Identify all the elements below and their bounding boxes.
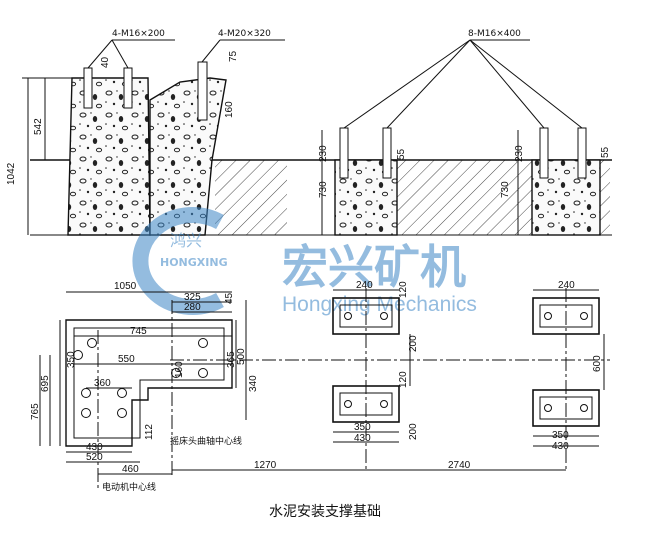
dim-550: 550 xyxy=(118,354,135,365)
dim-695: 695 xyxy=(40,375,51,392)
plan-view: 1050 325 280 45 745 550 350 695 360 160 … xyxy=(30,280,610,493)
dim-55-a: 55 xyxy=(396,148,407,160)
callout-leaders xyxy=(87,39,583,129)
dim-430-plan: 430 xyxy=(86,442,103,453)
crank-axis-label: 摇床头曲轴中心线 xyxy=(170,435,242,447)
section-view: 4-M16×200 4-M20×320 8-M16×400 1042 542 4… xyxy=(6,29,612,236)
callout-right: 8-M16×400 xyxy=(468,29,521,39)
dim-75: 75 xyxy=(228,50,239,62)
callout-left: 4-M16×200 xyxy=(112,29,165,39)
dim-280: 280 xyxy=(184,302,201,313)
dim-1270: 1270 xyxy=(254,460,277,471)
dim-45: 45 xyxy=(224,292,235,304)
ground-hatch-right xyxy=(600,160,610,235)
dim-520: 520 xyxy=(86,452,103,463)
dim-365: 365 xyxy=(226,351,237,368)
dim-160-bolt: 160 xyxy=(224,101,235,118)
dim-pad-600: 600 xyxy=(592,355,603,372)
dim-pad-430-a: 430 xyxy=(354,433,371,444)
base-outline xyxy=(65,319,233,447)
dim-350-h: 350 xyxy=(66,351,77,368)
dim-pad-120-b: 120 xyxy=(398,371,409,388)
dim-500: 500 xyxy=(236,348,247,365)
dim-1042: 1042 xyxy=(6,162,17,185)
dim-765: 765 xyxy=(30,403,41,420)
figure-caption: 水泥安装支撑基础 xyxy=(269,504,381,520)
dim-pad-430-b: 430 xyxy=(552,441,569,452)
dim-pad-200-b: 200 xyxy=(408,423,419,440)
dim-pad-240-a: 240 xyxy=(356,280,373,291)
dim-460: 460 xyxy=(122,464,139,475)
dim-730-b: 730 xyxy=(500,181,511,198)
ground-hatch-mid xyxy=(397,160,532,235)
callout-middle: 4-M20×320 xyxy=(218,29,271,39)
watermark-logo-cn: 鸿兴 xyxy=(170,231,202,250)
dim-2740: 2740 xyxy=(448,460,471,471)
section-dim-lines xyxy=(22,77,519,235)
foundation-block-left xyxy=(67,77,151,236)
dim-230-a: 230 xyxy=(318,145,329,162)
dim-542: 542 xyxy=(33,118,44,135)
watermark-logo-ring xyxy=(132,207,224,315)
dim-pad-350-a: 350 xyxy=(354,422,371,433)
dim-360: 360 xyxy=(94,378,111,389)
dim-340: 340 xyxy=(248,375,259,392)
dim-730-a: 730 xyxy=(318,181,329,198)
ground-hatch-left xyxy=(215,160,287,235)
watermark-brand-cn: 宏兴矿机 xyxy=(282,240,466,294)
dim-pad-120-a: 120 xyxy=(398,281,409,298)
dim-pad-350-b: 350 xyxy=(552,430,569,441)
dim-230-b: 230 xyxy=(514,145,525,162)
dim-160-plan: 160 xyxy=(174,361,185,378)
dim-325: 325 xyxy=(184,292,201,303)
dim-112: 112 xyxy=(144,424,155,440)
dim-pad-200-a: 200 xyxy=(408,335,419,352)
dim-40: 40 xyxy=(100,56,111,68)
dim-745: 745 xyxy=(130,326,147,337)
motor-axis-label: 电动机中心线 xyxy=(102,481,156,493)
dim-1050: 1050 xyxy=(114,281,137,292)
plan-dim-lines xyxy=(39,288,610,490)
watermark-logo-text: HONGXING xyxy=(160,256,228,269)
dim-55-b: 55 xyxy=(600,146,611,158)
dim-pad-240-b: 240 xyxy=(558,280,575,291)
